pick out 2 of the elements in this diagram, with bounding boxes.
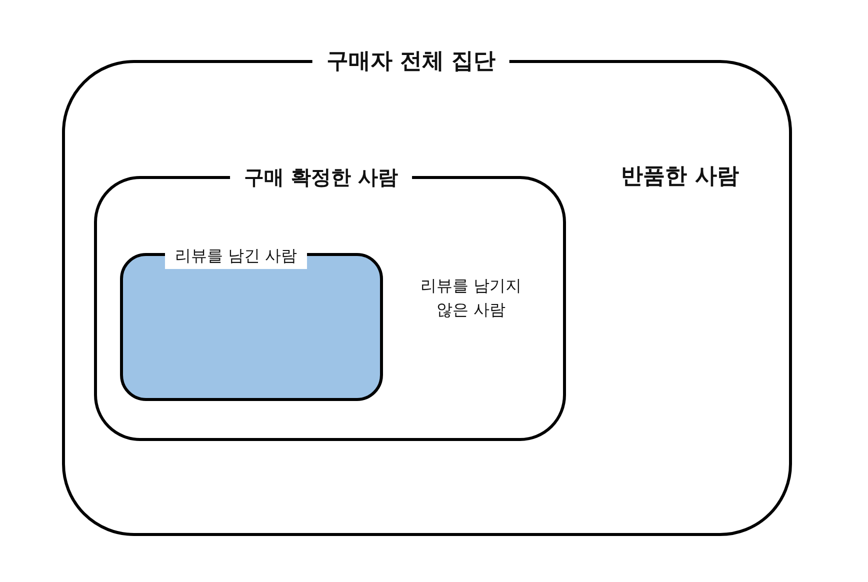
group-label: 리뷰를 남기지 않은 사람	[419, 275, 523, 321]
group-label: 반품한 사람	[620, 163, 740, 191]
